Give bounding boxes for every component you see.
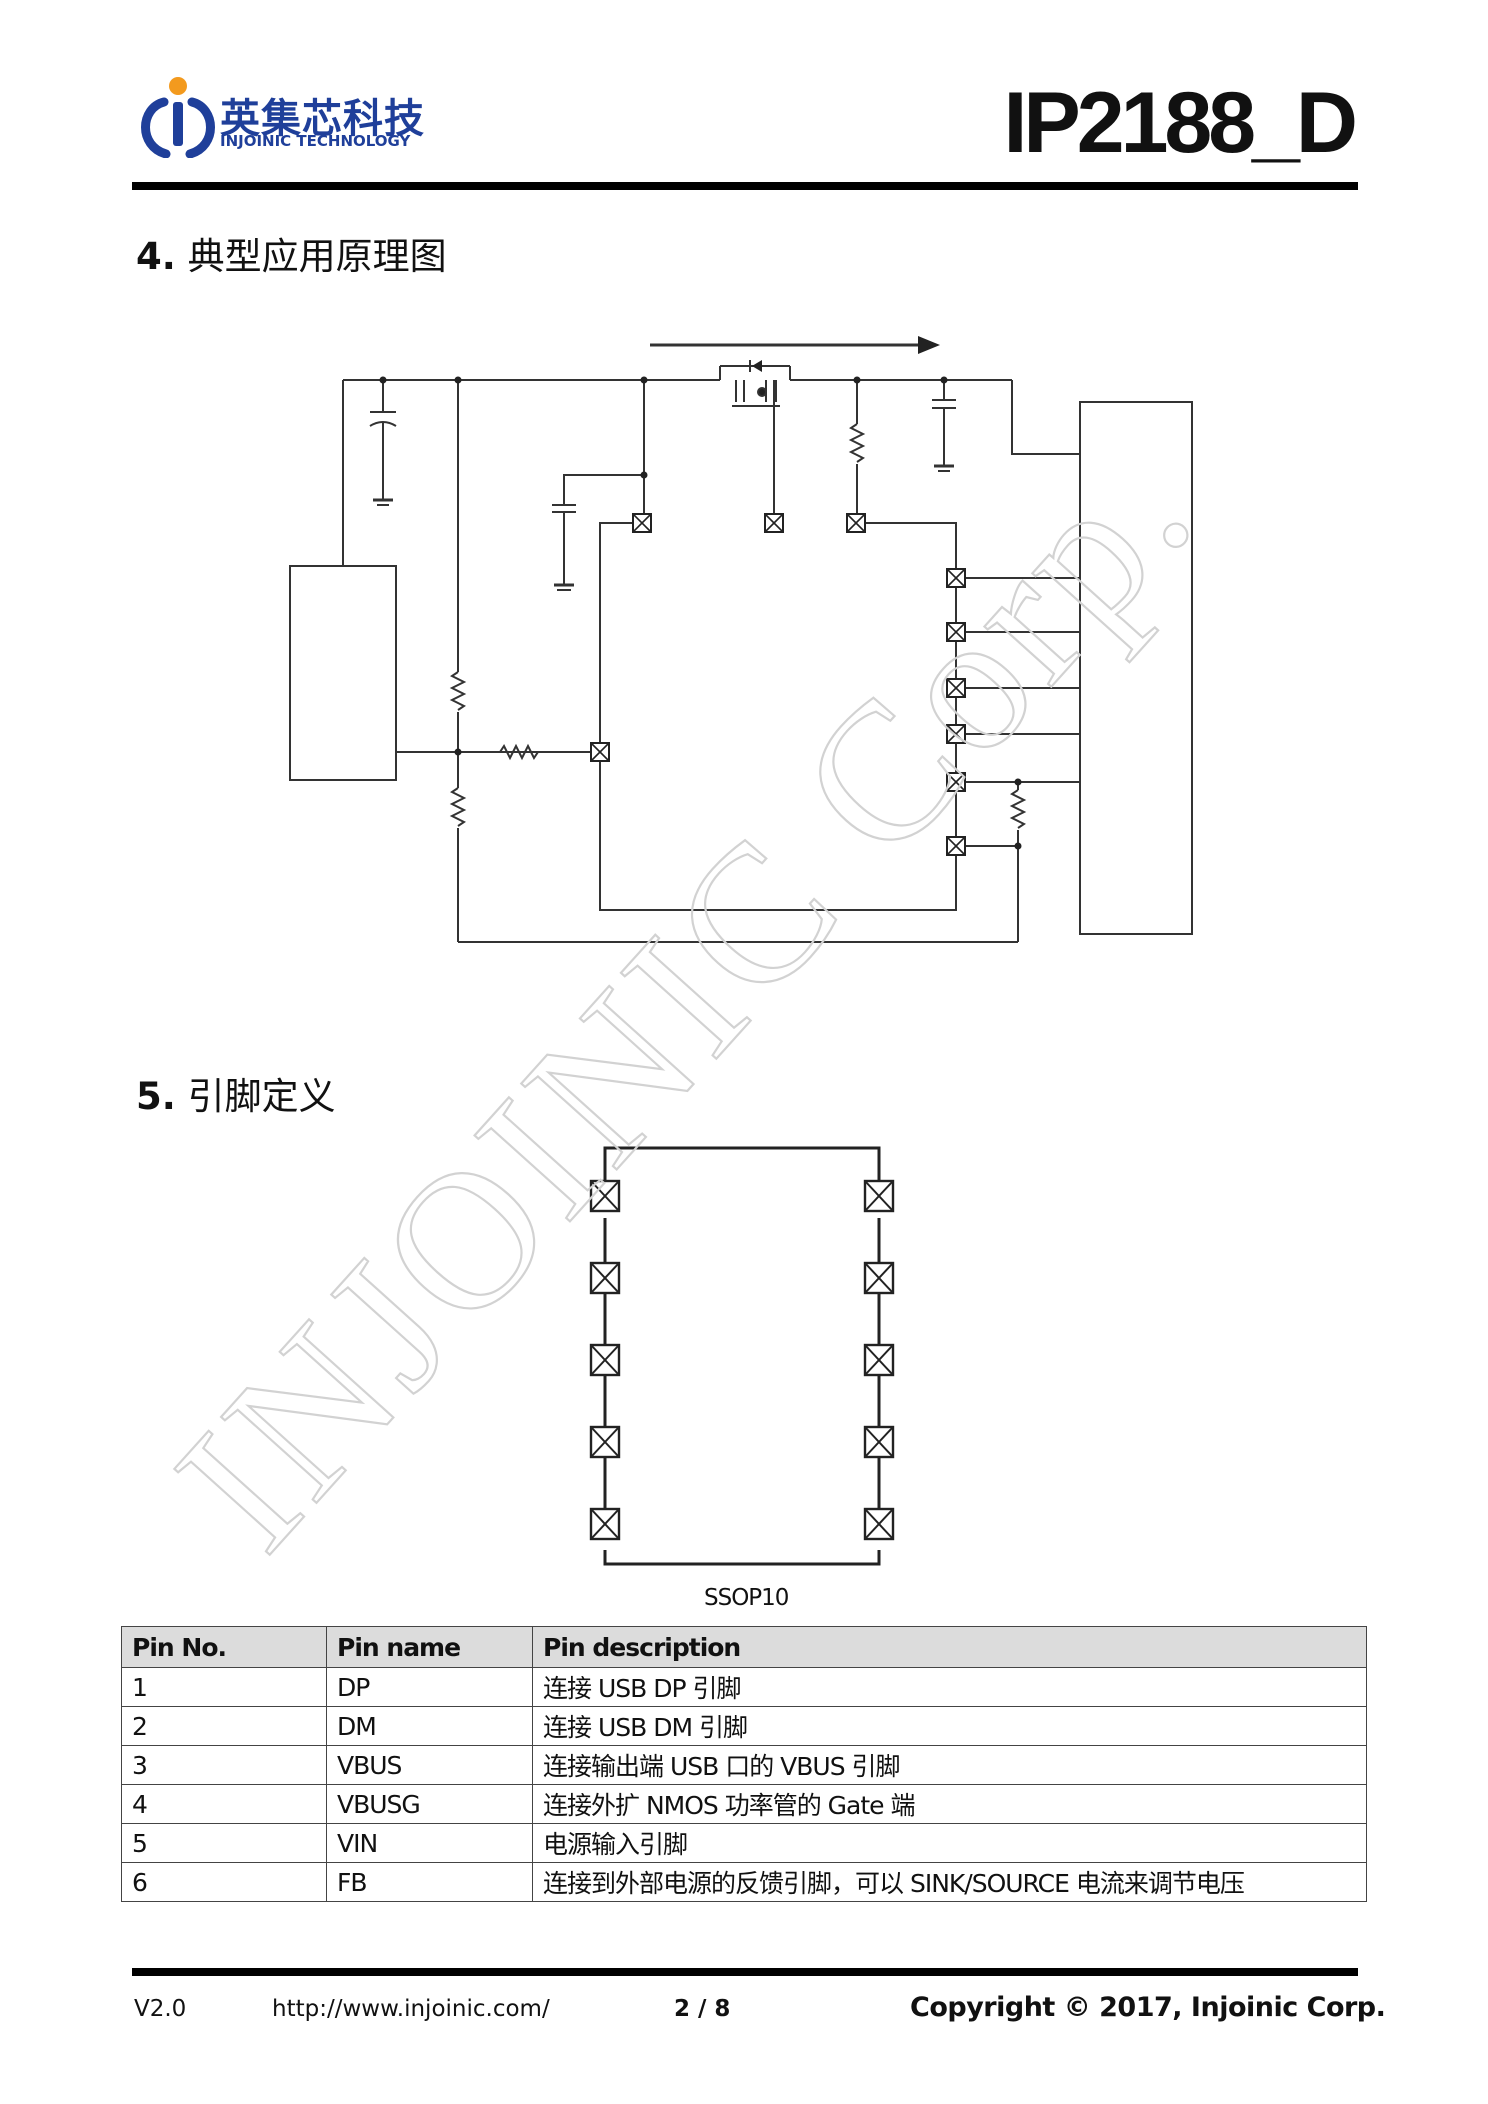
footer-url-link[interactable]: http://www.injoinic.com/ bbox=[272, 1996, 550, 2022]
footer-rule bbox=[132, 1968, 1358, 1976]
package-label: SSOP10 bbox=[704, 1585, 789, 1611]
pin-no: 3 bbox=[121, 1745, 327, 1785]
injoinic-logo bbox=[141, 77, 215, 158]
header-pin-no: Pin No. bbox=[121, 1626, 327, 1668]
table-row: 1 DP 连接 USB DP 引脚 bbox=[121, 1667, 1367, 1707]
footer-copyright: Copyright © 2017, Injoinic Corp. bbox=[910, 1992, 1386, 2023]
section-4-number: 4. bbox=[136, 235, 176, 278]
table-row: 5 VIN 电源输入引脚 bbox=[121, 1823, 1367, 1863]
pin-description: 电源输入引脚 bbox=[532, 1823, 1367, 1863]
pin-name: VBUSG bbox=[326, 1784, 533, 1824]
section-5-heading: 5. 引脚定义 bbox=[136, 1066, 336, 1120]
table-row: 3 VBUS 连接输出端 USB 口的 VBUS 引脚 bbox=[121, 1745, 1367, 1785]
pin-description: 连接 USB DP 引脚 bbox=[532, 1667, 1367, 1707]
table-row: 2 DM 连接 USB DM 引脚 bbox=[121, 1706, 1367, 1746]
header-pin-description: Pin description bbox=[532, 1626, 1367, 1668]
section-5-title: 引脚定义 bbox=[187, 1075, 336, 1118]
pin-table: Pin No. Pin name Pin description 1 DP 连接… bbox=[121, 1626, 1367, 1902]
table-header-row: Pin No. Pin name Pin description bbox=[121, 1626, 1367, 1668]
pin-name: VIN bbox=[326, 1823, 533, 1863]
pin-name: FB bbox=[326, 1862, 533, 1902]
pin-no: 4 bbox=[121, 1784, 327, 1824]
pin-description: 连接外扩 NMOS 功率管的 Gate 端 bbox=[532, 1784, 1367, 1824]
table-row: 6 FB 连接到外部电源的反馈引脚，可以 SINK/SOURCE 电流来调节电压 bbox=[121, 1862, 1367, 1902]
header-pin-name: Pin name bbox=[326, 1626, 533, 1668]
footer-version: V2.0 bbox=[134, 1996, 187, 2022]
pin-name: VBUS bbox=[326, 1745, 533, 1785]
header-rule bbox=[132, 182, 1358, 190]
logo-english-name: INJOINIC TECHNOLOGY bbox=[220, 132, 411, 150]
pin-no: 6 bbox=[121, 1862, 327, 1902]
pin-no: 2 bbox=[121, 1706, 327, 1746]
footer-page-number: 2 / 8 bbox=[674, 1996, 731, 2022]
table-row: 4 VBUSG 连接外扩 NMOS 功率管的 Gate 端 bbox=[121, 1784, 1367, 1824]
pin-name: DP bbox=[326, 1667, 533, 1707]
logo-chinese-name: 英集芯科技 bbox=[220, 96, 425, 142]
section-4-heading: 4. 典型应用原理图 bbox=[136, 226, 447, 280]
section-5-number: 5. bbox=[136, 1075, 176, 1118]
pin-name: DM bbox=[326, 1706, 533, 1746]
pin-no: 5 bbox=[121, 1823, 327, 1863]
pin-description: 连接输出端 USB 口的 VBUS 引脚 bbox=[532, 1745, 1367, 1785]
document-title: IP2188_D bbox=[1003, 75, 1358, 171]
ssop10-package-outline bbox=[603, 1146, 881, 1566]
pin-description: 连接到外部电源的反馈引脚，可以 SINK/SOURCE 电流来调节电压 bbox=[532, 1862, 1367, 1902]
section-4-title: 典型应用原理图 bbox=[187, 235, 447, 278]
pin-no: 1 bbox=[121, 1667, 327, 1707]
pin-description: 连接 USB DM 引脚 bbox=[532, 1706, 1367, 1746]
